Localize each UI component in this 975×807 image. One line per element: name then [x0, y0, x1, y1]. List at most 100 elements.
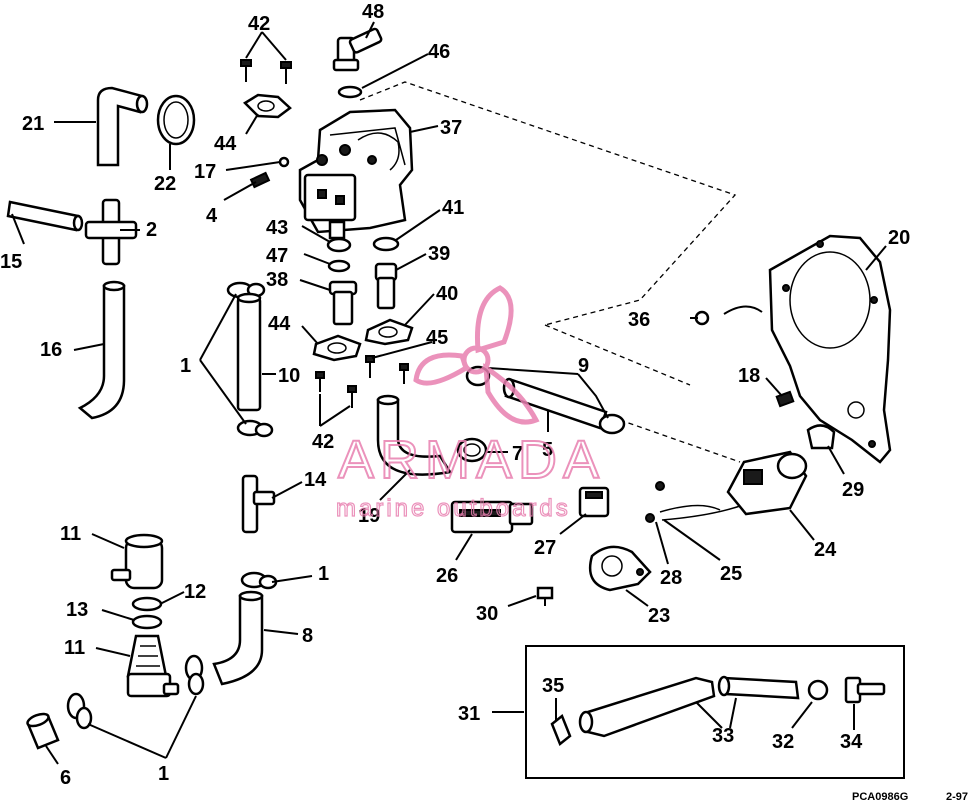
part-2-tee-fitting [84, 198, 138, 266]
part-41-gasket [372, 236, 400, 252]
callout-30: 30 [476, 603, 498, 625]
part-43-washer [326, 237, 352, 253]
callout-26: 26 [436, 565, 458, 587]
part-33-hose-long [578, 676, 716, 738]
callout-45: 45 [426, 327, 448, 349]
part-22-clamp [156, 94, 196, 146]
part-21-elbow-hose [96, 86, 149, 167]
part-23-bracket [588, 545, 652, 592]
part-37-fuel-pump-body [298, 108, 414, 240]
part-31-kit-box [525, 645, 905, 779]
part-1-clamp-left [66, 692, 93, 730]
callout-32: 32 [772, 731, 794, 753]
part-11-filter-element [126, 634, 180, 698]
callout-46: 46 [428, 41, 450, 63]
part-19-curved-hose [376, 394, 453, 476]
watermark-tagline: marine outboards [336, 495, 571, 522]
callout-9: 9 [578, 355, 589, 377]
callout-5: 5 [542, 439, 553, 461]
callout-13: 13 [66, 599, 88, 621]
watermark: ARMADA marine outboards [335, 285, 605, 523]
part-42-screws-lower [315, 371, 357, 408]
callout-1-mid: 1 [318, 563, 329, 585]
callout-34: 34 [840, 731, 863, 753]
part-1-clamp-right [184, 654, 205, 696]
callout-15: 15 [0, 251, 22, 273]
part-1-clamp-lower [236, 419, 274, 438]
part-44-gasket-top [242, 93, 292, 119]
callout-42-top: 42 [248, 13, 270, 35]
callout-16: 16 [40, 339, 62, 361]
part-20-lead-wire [723, 305, 763, 315]
callout-6: 6 [60, 767, 71, 789]
callout-11-lower: 11 [64, 637, 85, 659]
callout-12: 12 [184, 581, 206, 603]
part-20-gasket-plate [768, 234, 892, 464]
callout-47: 47 [266, 245, 288, 267]
callout-42-lower: 42 [312, 431, 334, 453]
callout-7: 7 [512, 443, 523, 465]
part-40-gasket [364, 318, 414, 346]
part-38-fitting [328, 280, 358, 326]
dashed-line-gasket-lower [544, 324, 691, 386]
dashed-line-pump-link [619, 419, 741, 463]
callout-44-lower: 44 [268, 313, 291, 335]
drawing-date: 2-97 [946, 791, 968, 802]
part-33-hose-short [717, 675, 800, 700]
part-26-connector [450, 500, 534, 534]
part-1-clamp-mid [240, 571, 278, 590]
part-24-primer-solenoid [659, 450, 808, 521]
part-10-hose [236, 292, 262, 412]
part-17-washer [278, 156, 290, 168]
dashed-line-gasket-frame [359, 81, 737, 326]
part-13-o-ring [131, 614, 163, 630]
dashed-guide-lines [359, 81, 741, 463]
callout-48: 48 [362, 1, 384, 23]
callout-23: 23 [648, 605, 670, 627]
part-45-screws [365, 355, 409, 384]
part-29-grommet [806, 424, 836, 450]
callout-44-top: 44 [214, 133, 237, 155]
callout-19: 19 [358, 505, 380, 527]
callout-18: 18 [738, 365, 760, 387]
drawing-code: PCA0986G [852, 791, 908, 802]
callout-41: 41 [442, 197, 464, 219]
watermark-brand: ARMADA [338, 430, 605, 490]
callout-1-upper: 1 [180, 355, 191, 377]
part-48-elbow-fitting [332, 27, 383, 72]
callout-24: 24 [814, 539, 837, 561]
part-27-connector [578, 486, 610, 518]
part-32-clamp [807, 679, 829, 701]
part-4-screw [249, 171, 271, 189]
callout-35: 35 [542, 675, 564, 697]
part-14-fitting [241, 474, 276, 534]
part-46-o-ring [337, 85, 363, 99]
callout-25: 25 [720, 563, 742, 585]
callout-31: 31 [458, 703, 480, 725]
callout-43: 43 [266, 217, 288, 239]
callout-1-bottom: 1 [158, 763, 169, 785]
callout-8: 8 [302, 625, 313, 647]
callout-27: 27 [534, 537, 556, 559]
part-8-curved-hose [212, 590, 264, 686]
callout-40: 40 [436, 283, 458, 305]
part-28-screw-b [645, 513, 655, 523]
callout-2: 2 [146, 219, 157, 241]
part-9-clamp-b [598, 413, 626, 435]
callout-17: 17 [194, 161, 216, 183]
callout-29: 29 [842, 479, 864, 501]
callout-labels: 42 48 46 21 44 37 17 22 4 2 43 41 15 47 … [0, 1, 910, 789]
part-47-o-ring [327, 259, 351, 273]
part-35-clip [550, 713, 572, 747]
callout-28: 28 [660, 567, 682, 589]
callout-36: 36 [628, 309, 650, 331]
callout-39: 39 [428, 243, 450, 265]
callout-22: 22 [154, 173, 176, 195]
callout-33: 33 [712, 725, 734, 747]
part-12-o-ring [131, 596, 163, 612]
callout-37: 37 [440, 117, 462, 139]
callout-21: 21 [22, 113, 44, 135]
propeller-logo-icon [413, 285, 540, 425]
